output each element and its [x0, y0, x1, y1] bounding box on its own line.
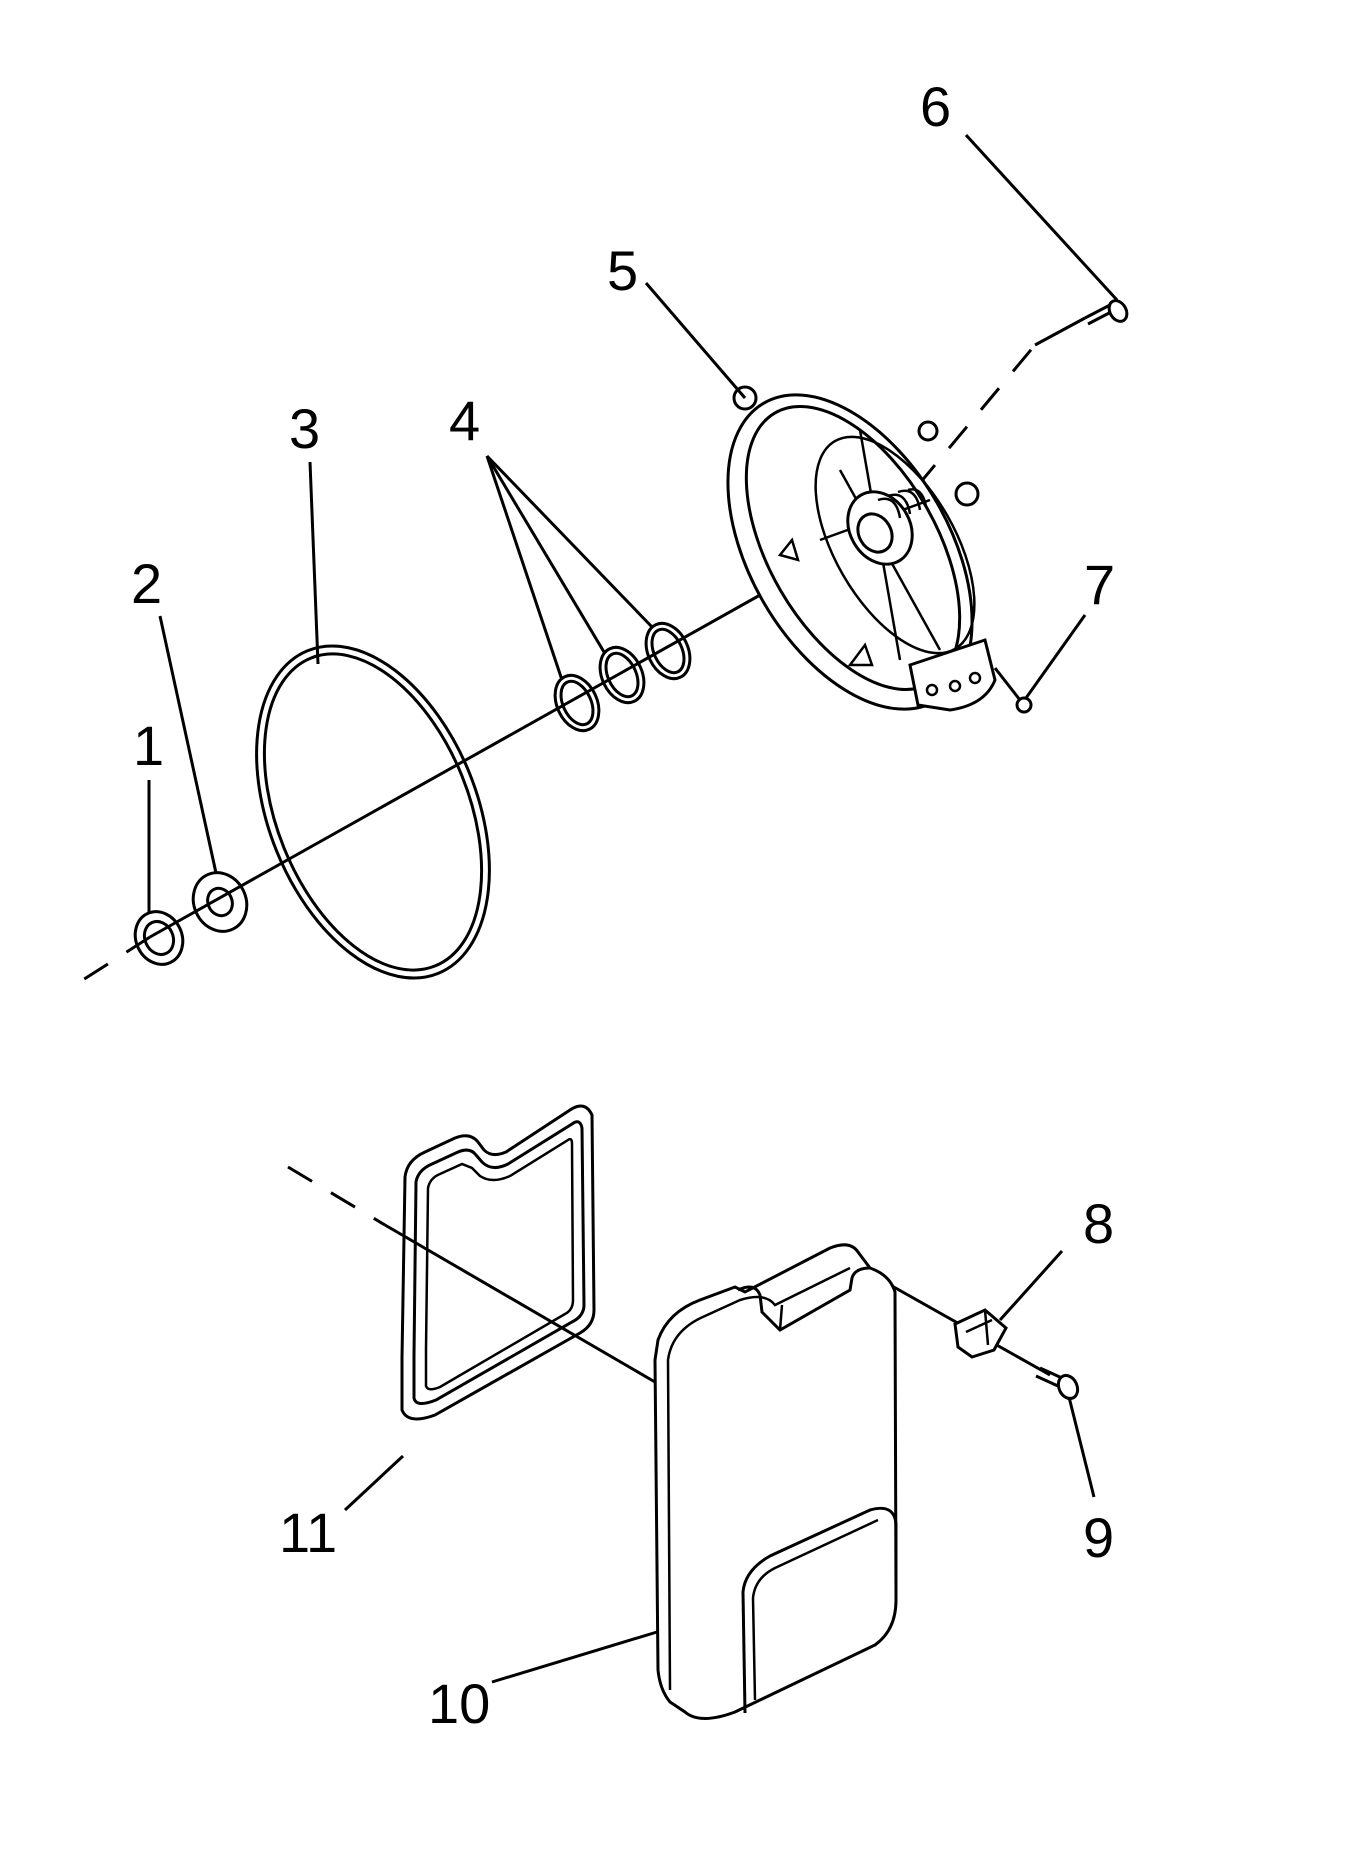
- pan-gasket-part-11: [400, 1104, 596, 1421]
- pan-filter-part-10: [653, 1243, 898, 1720]
- callout-11: 11: [279, 1501, 337, 1564]
- callout-10: 10: [428, 1672, 490, 1735]
- clip-part-8: [953, 1308, 1008, 1359]
- cover-housing-part-5: [726, 385, 997, 712]
- o-ring-seal-part-3: [255, 644, 491, 980]
- callout-1: 1: [133, 714, 164, 777]
- screw-part-7: [993, 667, 1033, 714]
- callout-4: 4: [449, 389, 480, 452]
- callout-2: 2: [131, 552, 162, 615]
- bolt-part-9: [1035, 1366, 1080, 1401]
- callout-9: 9: [1083, 1506, 1114, 1569]
- seal-rings-part-4: [553, 621, 692, 733]
- callout-8: 8: [1083, 1192, 1114, 1255]
- callout-7: 7: [1084, 553, 1115, 616]
- retaining-ring-part-1: [133, 910, 185, 966]
- callout-6: 6: [920, 75, 951, 138]
- callout-3: 3: [289, 397, 320, 460]
- callout-5: 5: [607, 239, 638, 302]
- callout-labels: 1 2 3 4 5 6 7 8 9 10 11: [131, 75, 1115, 1735]
- thrust-washer-part-2: [191, 871, 249, 933]
- bolt-part-6: [1084, 299, 1129, 326]
- leader-lines: [147, 133, 1119, 1684]
